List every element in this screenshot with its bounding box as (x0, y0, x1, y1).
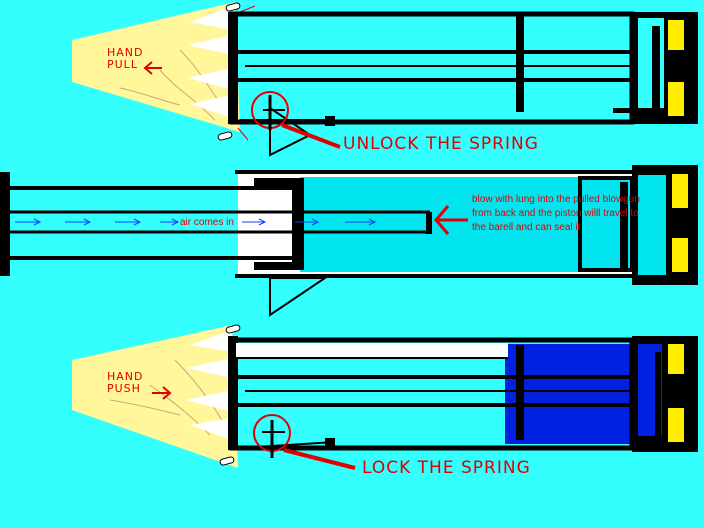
hand-push-label: HAND PUSH (107, 371, 144, 395)
hand-push-line1: HAND (107, 370, 144, 383)
hand-push-line2: PUSH (107, 382, 141, 395)
lock-spring-callout: LOCK THE SPRING (362, 458, 531, 478)
red-arrow-icon (283, 448, 356, 470)
red-arrow-icon (281, 123, 341, 149)
blowing-note: blow with lung into the pulled blowgun f… (472, 194, 640, 233)
middle-panel (0, 165, 698, 317)
top-panel (72, 2, 698, 157)
air-flow-label: air comes in (180, 217, 234, 228)
hand-pull-label: HAND PULL (107, 47, 144, 71)
hand-push-icon (72, 325, 238, 468)
unlock-spring-callout: UNLOCK THE SPRING (343, 134, 539, 154)
bottom-panel (72, 324, 698, 470)
hand-pull-line1: HAND (107, 46, 144, 59)
hand-pull-line2: PULL (107, 58, 138, 71)
